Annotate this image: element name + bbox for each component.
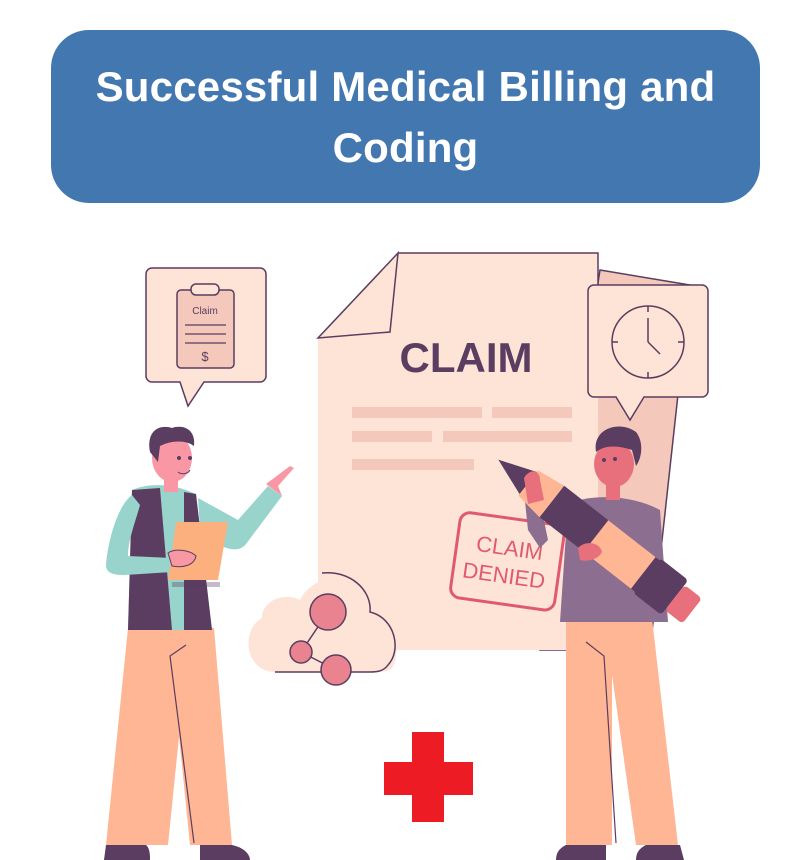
left-person bbox=[104, 426, 294, 860]
title-banner: Successful Medical Billing and Coding bbox=[51, 30, 760, 203]
right-person bbox=[498, 426, 701, 860]
clock-icon bbox=[611, 305, 685, 379]
claim-document: CLAIM bbox=[316, 250, 599, 650]
share-network-icon bbox=[289, 593, 352, 686]
clipboard-icon: Claim $ bbox=[176, 283, 235, 369]
claim-heading: CLAIM bbox=[400, 334, 533, 381]
dollar-sign: $ bbox=[201, 349, 209, 364]
clipboard-label: Claim bbox=[192, 306, 218, 317]
speech-bubble-claim: Claim $ bbox=[145, 267, 267, 408]
medical-cross-icon bbox=[384, 732, 473, 822]
page-title: Successful Medical Billing and Coding bbox=[95, 62, 716, 171]
speech-bubble-clock bbox=[587, 284, 709, 422]
pencil-icon bbox=[498, 459, 701, 623]
cloud-share bbox=[248, 572, 397, 686]
